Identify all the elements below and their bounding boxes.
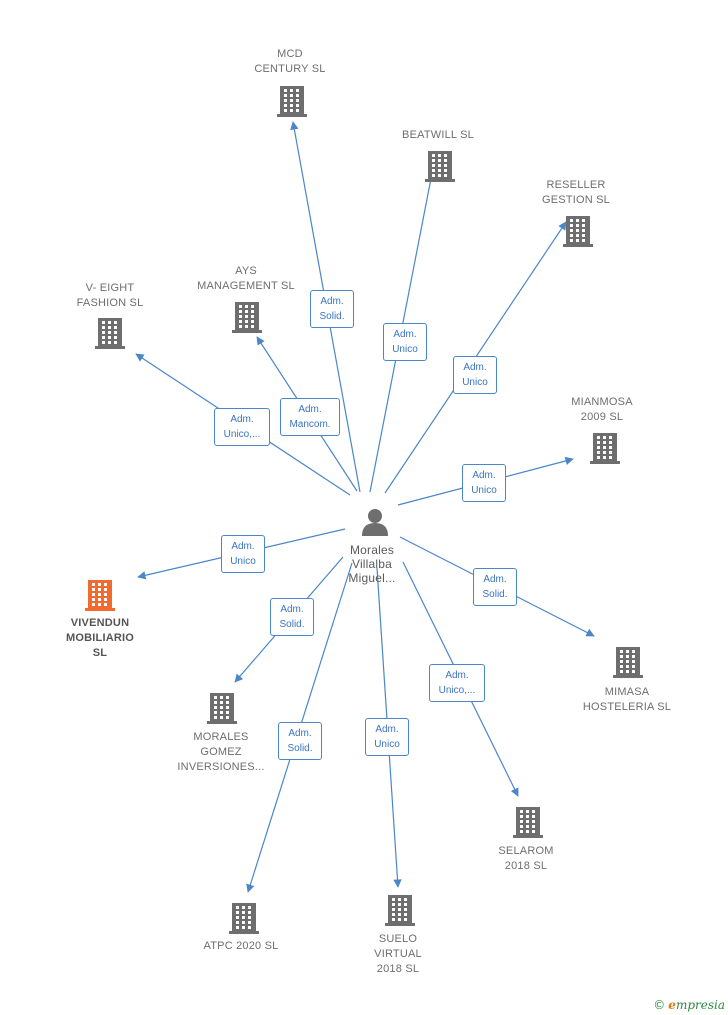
copyright-symbol: © [653, 998, 666, 1012]
edge-label-selarom-2018[interactable]: Adm. Unico,... [429, 664, 485, 702]
building-icon[interactable] [613, 647, 643, 678]
company-label-reseller-gestion[interactable]: RESELLER GESTION SL [541, 179, 611, 206]
company-label-morales-gomez[interactable]: MORALES GOMEZ INVERSIONES... [177, 731, 265, 773]
edge-label-mianmosa-2009[interactable]: Adm. Unico [462, 464, 506, 502]
company-label-v-eight-fashion[interactable]: V- EIGHT FASHION SL [76, 282, 144, 309]
person-name-label[interactable]: Morales Villalba Miguel... [348, 543, 396, 585]
footer-brand: ©empresia [653, 998, 725, 1012]
company-label-selarom-2018[interactable]: SELAROM 2018 SL [498, 845, 554, 872]
person-icon[interactable] [362, 509, 388, 536]
edge-label-atpc-2020[interactable]: Adm. Solid. [278, 722, 322, 760]
edge-label-mimasa-hosteleria[interactable]: Adm. Solid. [473, 568, 517, 606]
edge-label-ays-management[interactable]: Adm. Mancom. [280, 398, 340, 436]
company-label-atpc-2020[interactable]: ATPC 2020 SL [203, 940, 279, 952]
brand-name: mpresia [675, 998, 725, 1012]
building-icon[interactable] [207, 693, 237, 724]
building-icon[interactable] [85, 580, 115, 611]
edge-label-vivendun-mobiliario[interactable]: Adm. Unico [221, 535, 265, 573]
building-icon[interactable] [229, 903, 259, 934]
company-label-mcd-century[interactable]: MCD CENTURY SL [254, 48, 326, 75]
company-label-beatwill[interactable]: BEATWILL SL [402, 129, 474, 141]
building-icon[interactable] [425, 151, 455, 182]
building-icon[interactable] [513, 807, 543, 838]
company-label-mianmosa-2009[interactable]: MIANMOSA 2009 SL [571, 396, 633, 423]
building-icon[interactable] [277, 86, 307, 117]
company-label-ays-management[interactable]: AYS MANAGEMENT SL [197, 265, 295, 292]
company-label-vivendun-mobiliario[interactable]: VIVENDUN MOBILIARIO SL [66, 617, 134, 659]
edge-label-beatwill[interactable]: Adm. Unico [383, 323, 427, 361]
building-icon[interactable] [232, 302, 262, 333]
edge-label-reseller-gestion[interactable]: Adm. Unico [453, 356, 497, 394]
company-label-suelo-virtual-2018[interactable]: SUELO VIRTUAL 2018 SL [374, 933, 422, 975]
edge-label-morales-gomez[interactable]: Adm. Solid. [270, 598, 314, 636]
building-icon[interactable] [385, 895, 415, 926]
edge-label-suelo-virtual-2018[interactable]: Adm. Unico [365, 718, 409, 756]
brand-initial: e [668, 998, 676, 1012]
building-icon[interactable] [563, 216, 593, 247]
building-icon[interactable] [95, 318, 125, 349]
company-label-mimasa-hosteleria[interactable]: MIMASA HOSTELERIA SL [582, 686, 672, 713]
edge-label-v-eight-fashion[interactable]: Adm. Unico,... [214, 408, 270, 446]
building-icon[interactable] [590, 433, 620, 464]
edge-label-mcd-century[interactable]: Adm. Solid. [310, 290, 354, 328]
